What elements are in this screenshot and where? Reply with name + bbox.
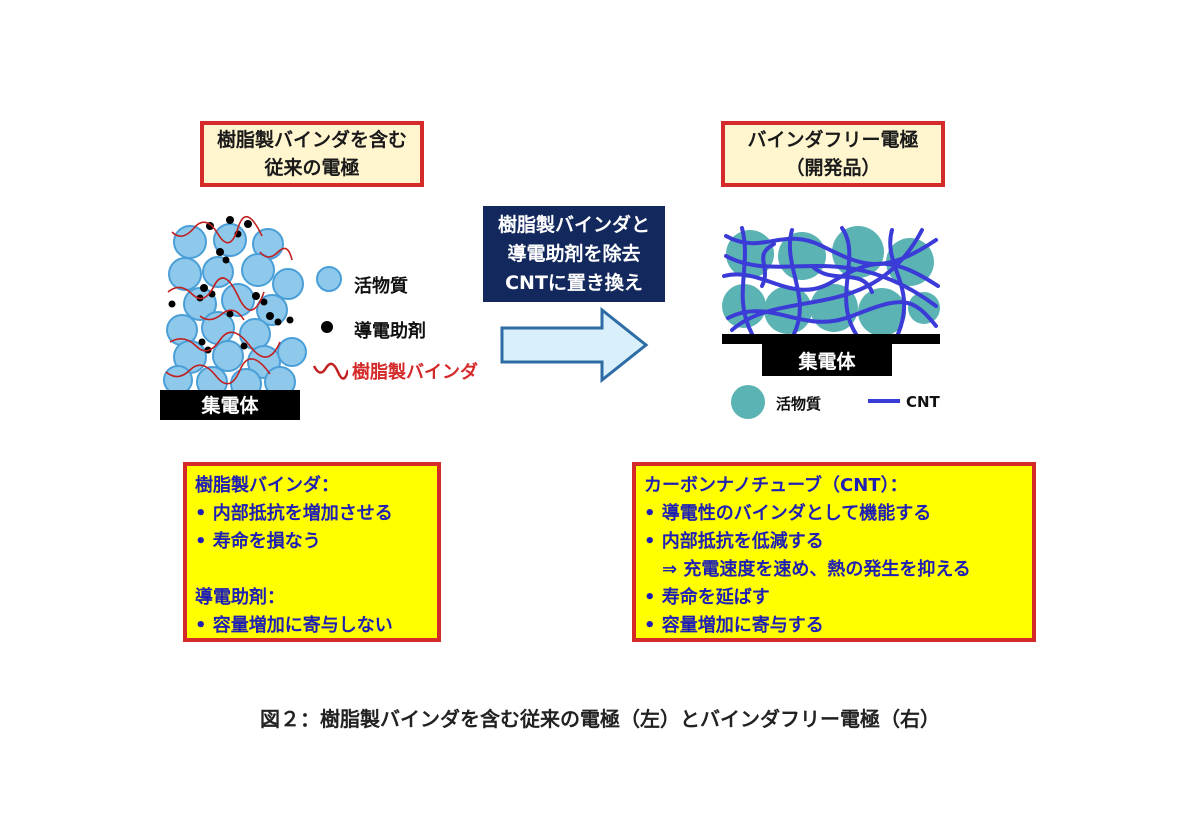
right-arrow-icon (500, 306, 649, 384)
right-note-line: • 内部抵抗を低減する (644, 531, 824, 552)
right-note-line: • 容量増加に寄与する (644, 615, 824, 636)
process-line2: 導電助剤を除去 (507, 242, 641, 265)
process-line3: CNTに置き換え (505, 271, 643, 294)
left-note-spacer (195, 556, 429, 584)
current-collector-label: 集電体 (200, 394, 259, 417)
resin-binder-strands (165, 216, 293, 385)
binder-free-electrode-diagram: 集電体 (722, 226, 940, 376)
figure-caption: 図２：樹脂製バインダを含む従来の電極（左）とバインダフリー電極（右） (260, 707, 940, 731)
right-title-line2: （開発品） (785, 157, 881, 179)
process-description-box: 樹脂製バインダと 導電助剤を除去 CNTに置き換え (483, 206, 665, 302)
right-title-line1: バインダフリー電極 (747, 129, 919, 151)
cnt-legend-icon (868, 399, 900, 403)
conventional-electrode-diagram: 集電体 (160, 216, 307, 420)
left-note-line: 導電助剤： (195, 587, 285, 608)
conductive-additive-legend-icon (321, 321, 333, 333)
current-collector-top (722, 334, 940, 344)
right-note-line: • 導電性のバインダとして機能する (644, 503, 932, 524)
active-material-legend-icon-right (731, 385, 765, 419)
legend-conductive-additive: 導電助剤 (354, 321, 426, 342)
left-notes-box: 樹脂製バインダ： • 内部抵抗を増加させる • 寿命を損なう 導電助剤： • 容… (183, 462, 441, 642)
right-note-line: ⇒ 充電速度を速め、熱の発生を抑える (644, 559, 971, 580)
left-note-line: 樹脂製バインダ： (195, 475, 339, 496)
cnt-network (722, 226, 940, 336)
right-note-line: カーボンナノチューブ（CNT）： (644, 475, 908, 496)
legend-resin-binder: 樹脂製バインダ (352, 362, 478, 383)
left-title-line1: 樹脂製バインダを含む (216, 129, 407, 151)
right-title-box: バインダフリー電極 （開発品） (721, 121, 945, 187)
active-material-legend-icon (316, 266, 342, 292)
right-note-line: • 寿命を延ばす (644, 587, 770, 608)
right-notes-box: カーボンナノチューブ（CNT）： • 導電性のバインダとして機能する • 内部抵… (632, 462, 1036, 642)
left-note-line: • 内部抵抗を増加させる (195, 503, 393, 524)
legend-active-material-right: 活物質 (776, 395, 822, 413)
current-collector (160, 390, 300, 420)
process-line1: 樹脂製バインダと (497, 213, 650, 236)
left-note-line: • 寿命を損なう (195, 531, 321, 552)
current-collector (762, 344, 892, 376)
left-note-line: • 容量増加に寄与しない (195, 615, 393, 636)
left-title-line2: 従来の電極 (264, 157, 360, 179)
legend-cnt: CNT (906, 393, 940, 411)
left-title-box: 樹脂製バインダを含む 従来の電極 (200, 121, 424, 187)
resin-binder-legend-icon (312, 362, 348, 380)
current-collector-label-right: 集電体 (797, 350, 856, 373)
legend-active-material: 活物質 (354, 276, 408, 297)
